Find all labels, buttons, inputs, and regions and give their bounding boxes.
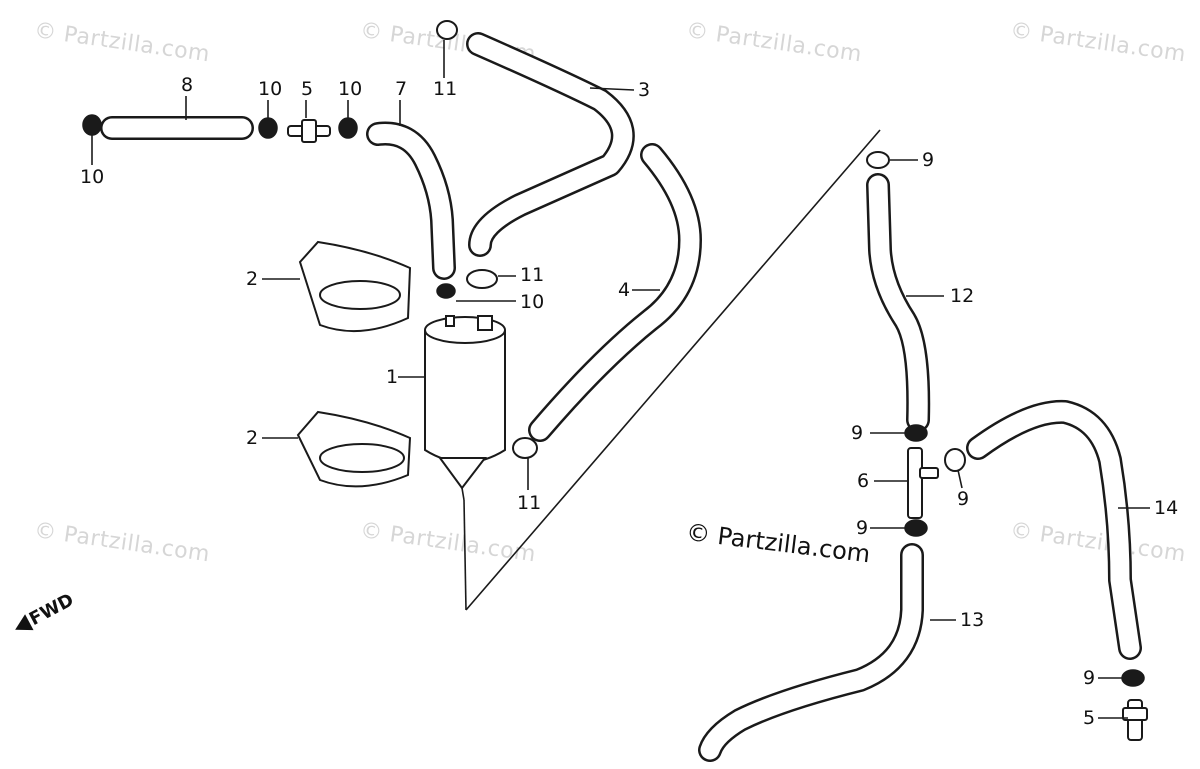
- callout-5-b: 5: [1083, 707, 1096, 729]
- callout-9-e: 9: [1083, 667, 1096, 689]
- callout-12: 12: [950, 285, 975, 307]
- callout-10-c: 10: [338, 78, 363, 100]
- callout-7: 7: [395, 78, 408, 100]
- clamp-11-a[interactable]: [436, 20, 458, 40]
- clamp-9-e[interactable]: [1121, 669, 1145, 687]
- callout-11-c: 11: [517, 492, 542, 514]
- clamp-11-c[interactable]: [512, 437, 538, 459]
- callout-10-a: 10: [80, 166, 105, 188]
- hose-4[interactable]: [528, 143, 702, 442]
- filter-1[interactable]: [424, 315, 506, 501]
- clamp-10-b[interactable]: [258, 117, 278, 139]
- clamp-10-a[interactable]: [82, 114, 102, 136]
- bracket-2-bottom[interactable]: [296, 410, 412, 488]
- callout-2-b: 2: [246, 427, 259, 449]
- callout-5-a: 5: [301, 78, 314, 100]
- hose-14[interactable]: [966, 399, 1142, 660]
- callout-11-b: 11: [520, 264, 545, 286]
- callout-8: 8: [181, 74, 194, 96]
- leader-lines: [91, 40, 1150, 719]
- callout-13: 13: [960, 609, 985, 631]
- bracket-2-top[interactable]: [298, 240, 412, 333]
- callout-10-d: 10: [520, 291, 545, 313]
- hose-7[interactable]: [366, 121, 456, 280]
- callout-4: 4: [618, 279, 631, 301]
- callout-10-b: 10: [258, 78, 283, 100]
- hose-13[interactable]: [698, 543, 924, 762]
- clamp-9-d[interactable]: [904, 519, 928, 537]
- fitting-5-bottom[interactable]: [1122, 699, 1148, 741]
- callout-14: 14: [1154, 497, 1179, 519]
- callout-9-a: 9: [922, 149, 935, 171]
- clamp-9-b[interactable]: [904, 424, 928, 442]
- hose-12[interactable]: [866, 173, 931, 432]
- callout-6: 6: [857, 470, 870, 492]
- callout-3: 3: [638, 79, 651, 101]
- clamp-9-a[interactable]: [866, 151, 890, 169]
- clamp-10-d[interactable]: [436, 283, 456, 299]
- callout-9-b: 9: [851, 422, 864, 444]
- fitting-5-top[interactable]: [287, 119, 331, 143]
- callout-1: 1: [386, 366, 399, 388]
- tee-6[interactable]: [907, 447, 939, 519]
- clamp-10-c[interactable]: [338, 117, 358, 139]
- clamp-11-b[interactable]: [466, 269, 498, 289]
- callout-9-d: 9: [856, 517, 869, 539]
- callout-11-a: 11: [433, 78, 458, 100]
- callout-9-c: 9: [957, 488, 970, 510]
- callout-2-a: 2: [246, 268, 259, 290]
- hose-3[interactable]: [466, 32, 635, 257]
- clamp-9-c[interactable]: [944, 448, 966, 472]
